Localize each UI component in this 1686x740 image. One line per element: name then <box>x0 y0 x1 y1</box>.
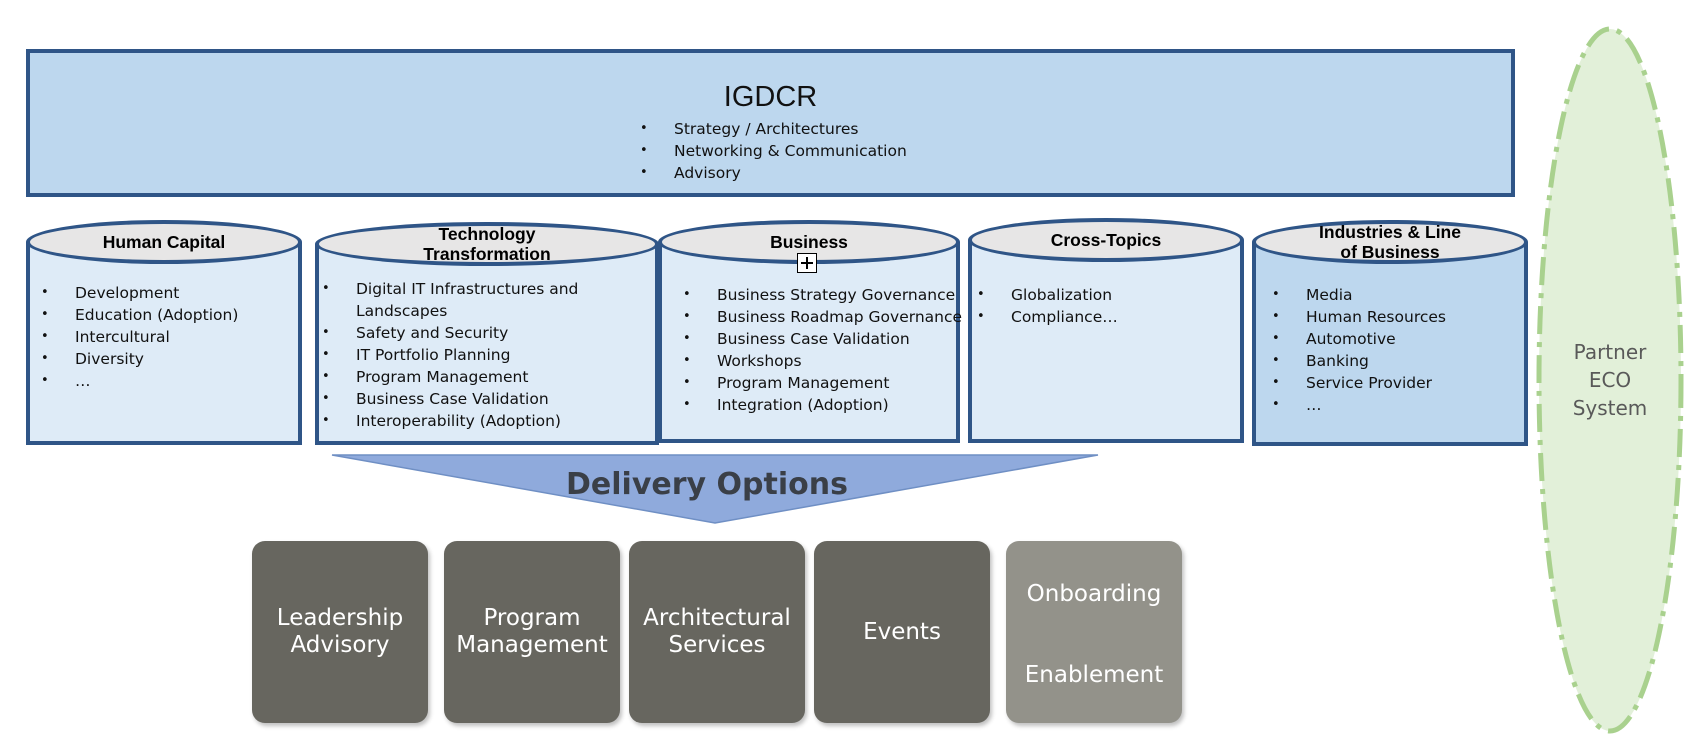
partner-ellipse-shape <box>1536 26 1684 734</box>
pillar-item: Banking <box>1272 350 1446 372</box>
pillar-item: Human Resources <box>1272 306 1446 328</box>
igdcr-item: Advisory <box>640 162 907 184</box>
pillar-item: Business Roadmap Governance <box>683 306 962 328</box>
pillar-item: Diversity <box>41 348 238 370</box>
pillar-item-continuation: Landscapes <box>356 302 448 320</box>
option-program-management[interactable]: Program Management <box>444 541 620 723</box>
pillar-item: … <box>1272 394 1446 416</box>
pillar-item: Business Strategy Governance <box>683 284 962 306</box>
delivery-title: Delivery Options <box>566 467 848 502</box>
pillar-item: Program Management <box>683 372 962 394</box>
pillar-item: Development <box>41 282 238 304</box>
igdcr-item: Strategy / Architectures <box>640 118 907 140</box>
option-leadership-advisory[interactable]: Leadership Advisory <box>252 541 428 723</box>
pillar-item: Safety and Security <box>322 322 578 344</box>
pillar-item: Workshops <box>683 350 962 372</box>
igdcr-box: IGDCR Strategy / Architectures Networkin… <box>26 49 1515 197</box>
pillar-item: Program Management <box>322 366 578 388</box>
pillar-title: Technology Transformation <box>315 222 659 266</box>
pillar-item: … <box>41 370 238 392</box>
pillar-title: Human Capital <box>26 220 302 264</box>
pillar-item: Business Case Validation <box>683 328 962 350</box>
pillar-industries: Industries & Line of Business Media Huma… <box>1252 220 1528 446</box>
pillar-list: Globalization Compliance… <box>977 284 1118 328</box>
pillar-item: Intercultural <box>41 326 238 348</box>
pillar-list: Development Education (Adoption) Intercu… <box>41 282 238 392</box>
pillar-item: IT Portfolio Planning <box>322 344 578 366</box>
igdcr-list: Strategy / Architectures Networking & Co… <box>640 118 907 184</box>
pillar-cross-topics: Cross-Topics Globalization Compliance… <box>968 218 1244 443</box>
pillar-body <box>968 240 1244 443</box>
pillar-item: Automotive <box>1272 328 1446 350</box>
option-onboarding-label: Onboarding <box>1026 581 1162 607</box>
pillar-list: Media Human Resources Automotive Banking… <box>1272 284 1446 416</box>
option-architectural-services[interactable]: Architectural Services <box>629 541 805 723</box>
partner-ellipse <box>1536 26 1684 734</box>
pillar-item: Media <box>1272 284 1446 306</box>
option-onboarding-enablement[interactable]: Onboarding Enablement <box>1006 541 1182 723</box>
partner-label: Partner ECO System <box>1572 340 1648 420</box>
pillar-item: Integration (Adoption) <box>683 394 962 416</box>
igdcr-item: Networking & Communication <box>640 140 907 162</box>
pillar-item: Education (Adoption) <box>41 304 238 326</box>
pillar-item: Digital IT Infrastructures and <box>322 278 578 300</box>
pillar-item: Business Case Validation <box>322 388 578 410</box>
pillar-item: Interoperability (Adoption) <box>322 410 578 432</box>
pillar-list: Business Strategy Governance Business Ro… <box>683 284 962 416</box>
expand-plus-icon[interactable] <box>797 253 817 273</box>
pillar-list: Digital IT Infrastructures and Landscape… <box>322 278 578 432</box>
delivery-funnel <box>331 454 1099 524</box>
pillar-item: Compliance… <box>977 306 1118 328</box>
pillar-item: Service Provider <box>1272 372 1446 394</box>
pillar-title: Cross-Topics <box>968 218 1244 262</box>
pillar-item: Landscapes <box>322 300 578 322</box>
delivery-funnel-shape <box>331 454 1099 524</box>
pillar-title: Industries & Line of Business <box>1252 220 1528 264</box>
option-enablement-label: Enablement <box>1024 662 1164 688</box>
pillar-item: Globalization <box>977 284 1118 306</box>
pillar-technology-transformation: Technology Transformation Digital IT Inf… <box>315 222 659 445</box>
pillar-human-capital: Human Capital Development Education (Ado… <box>26 220 302 445</box>
option-events[interactable]: Events <box>814 541 990 723</box>
igdcr-title: IGDCR <box>723 81 818 113</box>
